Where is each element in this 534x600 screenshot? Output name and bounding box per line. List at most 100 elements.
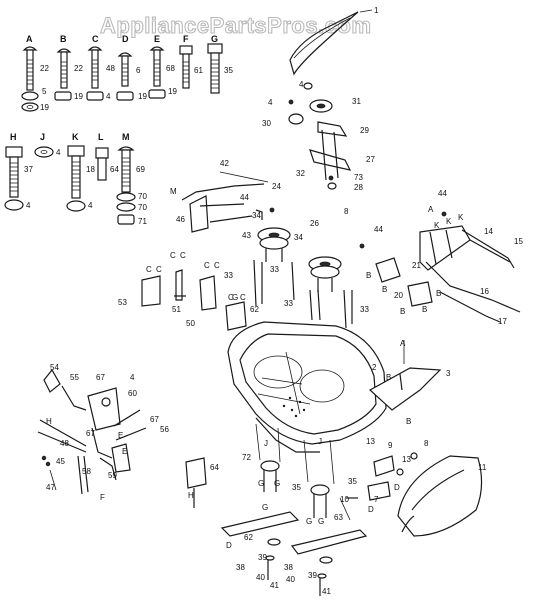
callout: 34 — [252, 211, 261, 220]
callout: 35 — [292, 483, 301, 492]
bolt-g-icon — [207, 43, 223, 94]
callout: B — [436, 289, 441, 298]
callout: 41 — [322, 587, 331, 596]
header-e: E — [154, 34, 160, 44]
callout: 67 — [96, 373, 105, 382]
bolt-k-icon — [66, 145, 86, 212]
callout: 63 — [334, 513, 343, 522]
header-a: A — [26, 34, 33, 44]
hardware-headers: A B C D E F G H J K L M — [10, 34, 218, 142]
callout: K — [446, 217, 452, 226]
callout: 14 — [484, 227, 493, 236]
callout: C — [146, 265, 152, 274]
bolt-f-icon — [179, 45, 193, 89]
callout: 33 — [224, 271, 233, 280]
callout: A — [428, 205, 434, 214]
hw-label: 68 — [166, 64, 175, 73]
callout: 35 — [348, 477, 357, 486]
callout: 48 — [60, 439, 69, 448]
callout: 7 — [374, 495, 379, 504]
bolt-a-icon — [21, 46, 39, 112]
bolt-h-icon — [4, 146, 24, 211]
hardware-numbers: 22 22 48 6 68 61 35 5 19 19 4 19 19 37 4… — [24, 64, 233, 226]
hw-label: 18 — [86, 165, 95, 174]
callout: B — [422, 305, 427, 314]
hw-label: 22 — [40, 64, 49, 73]
callout: D — [368, 505, 374, 514]
callout: 13 — [366, 437, 375, 446]
callout: 72 — [242, 453, 251, 462]
header-k: K — [72, 132, 79, 142]
hw-label: 4 — [56, 148, 61, 157]
callout: 38 — [284, 563, 293, 572]
callout: 67 — [86, 429, 95, 438]
callout: 3 — [446, 369, 451, 378]
callout: 33 — [360, 305, 369, 314]
bolt-e-icon — [148, 46, 166, 99]
hardware-group — [4, 43, 223, 225]
callout: 16 — [480, 287, 489, 296]
header-l: L — [98, 132, 104, 142]
hw-label: 19 — [138, 92, 147, 101]
callout: 43 — [242, 231, 251, 240]
callout: 29 — [360, 126, 369, 135]
callout: 20 — [394, 291, 403, 300]
callout: B — [400, 307, 405, 316]
callout: 24 — [272, 182, 281, 191]
callout: 15 — [514, 237, 523, 246]
callout: 26 — [310, 219, 319, 228]
callout: 44 — [240, 193, 249, 202]
callout: D — [226, 541, 232, 550]
callout: 28 — [354, 183, 363, 192]
callout: 17 — [498, 317, 507, 326]
header-c: C — [92, 34, 99, 44]
callout: 45 — [56, 457, 65, 466]
callout: 39 — [258, 553, 267, 562]
hw-label: 19 — [168, 87, 177, 96]
header-f: F — [183, 34, 189, 44]
callout: 62 — [244, 533, 253, 542]
hw-label: 48 — [106, 64, 115, 73]
callout: C — [214, 261, 220, 270]
bracket-64 — [185, 457, 207, 508]
callout: 32 — [296, 169, 305, 178]
linkage-assembly — [181, 171, 275, 233]
bolt-b-icon — [54, 48, 72, 101]
callout: 8 — [424, 439, 429, 448]
callout: 55 — [70, 373, 79, 382]
callout: G — [262, 503, 268, 512]
header-g: G — [211, 34, 218, 44]
callout: 56 — [160, 425, 169, 434]
callout: C — [240, 293, 246, 302]
callout: K — [434, 221, 440, 230]
callout: 1 — [374, 6, 379, 15]
blades — [220, 511, 368, 596]
callout: 39 — [308, 571, 317, 580]
callout: A — [400, 339, 406, 348]
bolt-c-icon — [86, 46, 104, 101]
callout: G — [258, 479, 264, 488]
callout: G — [274, 479, 280, 488]
callout: 58 — [82, 467, 91, 476]
callout: B — [382, 285, 387, 294]
mower-deck — [227, 321, 442, 453]
callout: 34 — [294, 233, 303, 242]
lift-assembly — [37, 368, 147, 495]
nut-j-icon — [34, 146, 54, 158]
callout: 60 — [128, 389, 137, 398]
hw-label: 19 — [40, 103, 49, 112]
callout: G — [318, 517, 324, 526]
callout: C — [228, 293, 234, 302]
callout: 73 — [354, 173, 363, 182]
callout: 33 — [284, 299, 293, 308]
callout: 4 — [130, 373, 135, 382]
callout: M — [170, 187, 177, 196]
callout: 41 — [270, 581, 279, 590]
lower-spindle-hardware — [255, 423, 351, 521]
callout: 8 — [344, 207, 349, 216]
hw-label: 5 — [42, 87, 47, 96]
callout: C — [156, 265, 162, 274]
hw-label: 19 — [74, 92, 83, 101]
callout: 2 — [372, 363, 377, 372]
callout: 50 — [186, 319, 195, 328]
